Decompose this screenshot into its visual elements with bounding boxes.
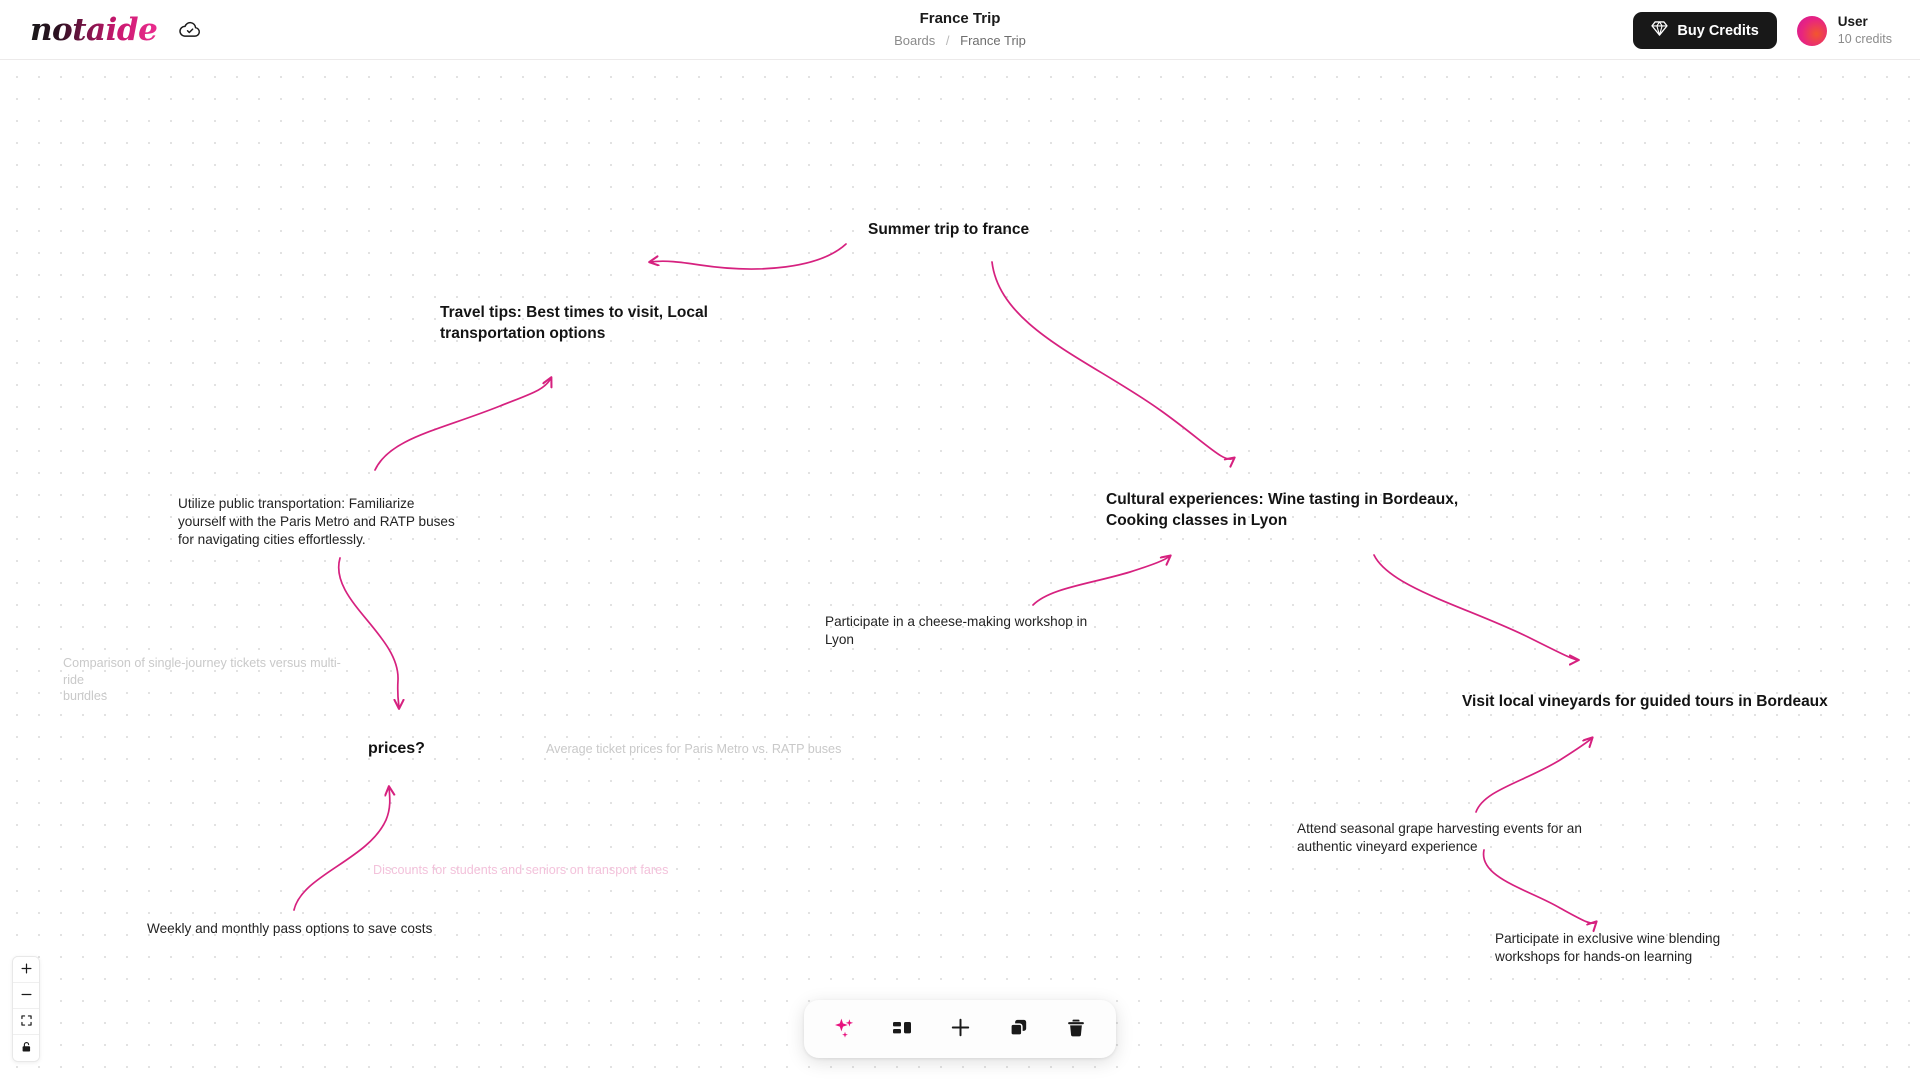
edge-weekly-pass-to-prices [293, 787, 390, 911]
cloud-check-icon [179, 21, 201, 43]
node-cultural-experiences[interactable]: Cultural experiences: Wine tasting in Bo… [1106, 491, 1459, 529]
node-cheese-workshop[interactable]: Participate in a cheese-making workshop … [825, 614, 1088, 648]
node-average-ticket-prices[interactable]: Average ticket prices for Paris Metro vs… [546, 742, 842, 756]
header-actions: Buy Credits User 10 credits [1633, 12, 1892, 49]
node-public-transportation[interactable]: Utilize public transportation: Familiari… [178, 496, 455, 548]
duplicate-button[interactable] [994, 1011, 1042, 1047]
zoom-in-icon [20, 962, 33, 978]
user-credits: 10 credits [1837, 31, 1892, 46]
edge-grape-to-vineyards [1475, 738, 1592, 813]
zoom-out-button[interactable] [13, 983, 39, 1009]
zoom-in-button[interactable] [13, 957, 39, 983]
ai-sparkles-button[interactable] [820, 1011, 868, 1047]
node-travel-tips[interactable]: Travel tips: Best times to visit, Local … [440, 304, 708, 342]
board-header: France Trip Boards / France Trip [0, 10, 1920, 49]
layout-icon [890, 1016, 914, 1043]
lock-button[interactable] [13, 1035, 39, 1061]
breadcrumb-boards[interactable]: Boards [894, 33, 936, 48]
avatar [1796, 15, 1827, 46]
buy-credits-button[interactable]: Buy Credits [1633, 12, 1777, 49]
user-meta: User 10 credits [1838, 14, 1892, 48]
edge-layer [293, 243, 1920, 1080]
layout-button[interactable] [878, 1011, 926, 1047]
breadcrumb: Boards / France Trip [0, 33, 1920, 49]
edge-transport-to-prices [337, 557, 399, 708]
delete-button[interactable] [1052, 1011, 1100, 1047]
node-visit-vineyards[interactable]: Visit local vineyards for guided tours i… [1462, 693, 1828, 710]
zoom-out-icon [20, 988, 33, 1004]
fit-view-button[interactable] [13, 1009, 39, 1035]
top-bar: notaide France Trip Boards / France Trip… [0, 0, 1920, 60]
add-node-button[interactable] [936, 1011, 984, 1047]
diamond-icon [1651, 21, 1669, 40]
breadcrumb-current: France Trip [960, 33, 1026, 48]
breadcrumb-separator: / [945, 33, 950, 48]
buy-credits-label: Buy Credits [1677, 22, 1759, 39]
node-weekly-monthly-pass[interactable]: Weekly and monthly pass options to save … [147, 921, 433, 936]
app-logo[interactable]: notaide [30, 12, 158, 48]
node-prices[interactable]: prices? [368, 740, 425, 757]
node-root[interactable]: Summer trip to france [868, 221, 1030, 238]
mindmap-canvas[interactable]: Summer trip to france Travel tips: Best … [0, 60, 1920, 1080]
trash-icon [1065, 1017, 1087, 1042]
edge-root-to-travel-tips [650, 243, 847, 270]
user-name: User [1837, 13, 1868, 29]
fit-view-icon [20, 1014, 33, 1030]
ai-sparkles-icon [832, 1016, 856, 1043]
lock-icon [20, 1040, 33, 1057]
logo-group[interactable]: notaide [30, 10, 201, 50]
edge-root-to-cultural [991, 261, 1234, 459]
edge-transport-to-travel-tips [374, 378, 551, 471]
node-student-discounts[interactable]: Discounts for students and seniors on tr… [373, 863, 669, 877]
node-grape-harvesting[interactable]: Attend seasonal grape harvesting events … [1297, 821, 1582, 855]
canvas-toolbar [804, 1000, 1116, 1058]
node-wine-blending[interactable]: Participate in exclusive wine blending w… [1495, 931, 1721, 965]
duplicate-icon [1007, 1016, 1030, 1042]
edge-cheese-to-cultural [1032, 556, 1170, 606]
node-ticket-comparison[interactable]: Comparison of single-journey tickets ver… [63, 656, 341, 704]
user-menu[interactable]: User 10 credits [1796, 14, 1892, 48]
zoom-controls [12, 956, 40, 1062]
edge-cultural-to-vineyards [1373, 554, 1578, 660]
page-title: France Trip [919, 10, 1001, 27]
edge-grape-to-wine-blending [1482, 849, 1596, 923]
add-icon [948, 1015, 973, 1043]
